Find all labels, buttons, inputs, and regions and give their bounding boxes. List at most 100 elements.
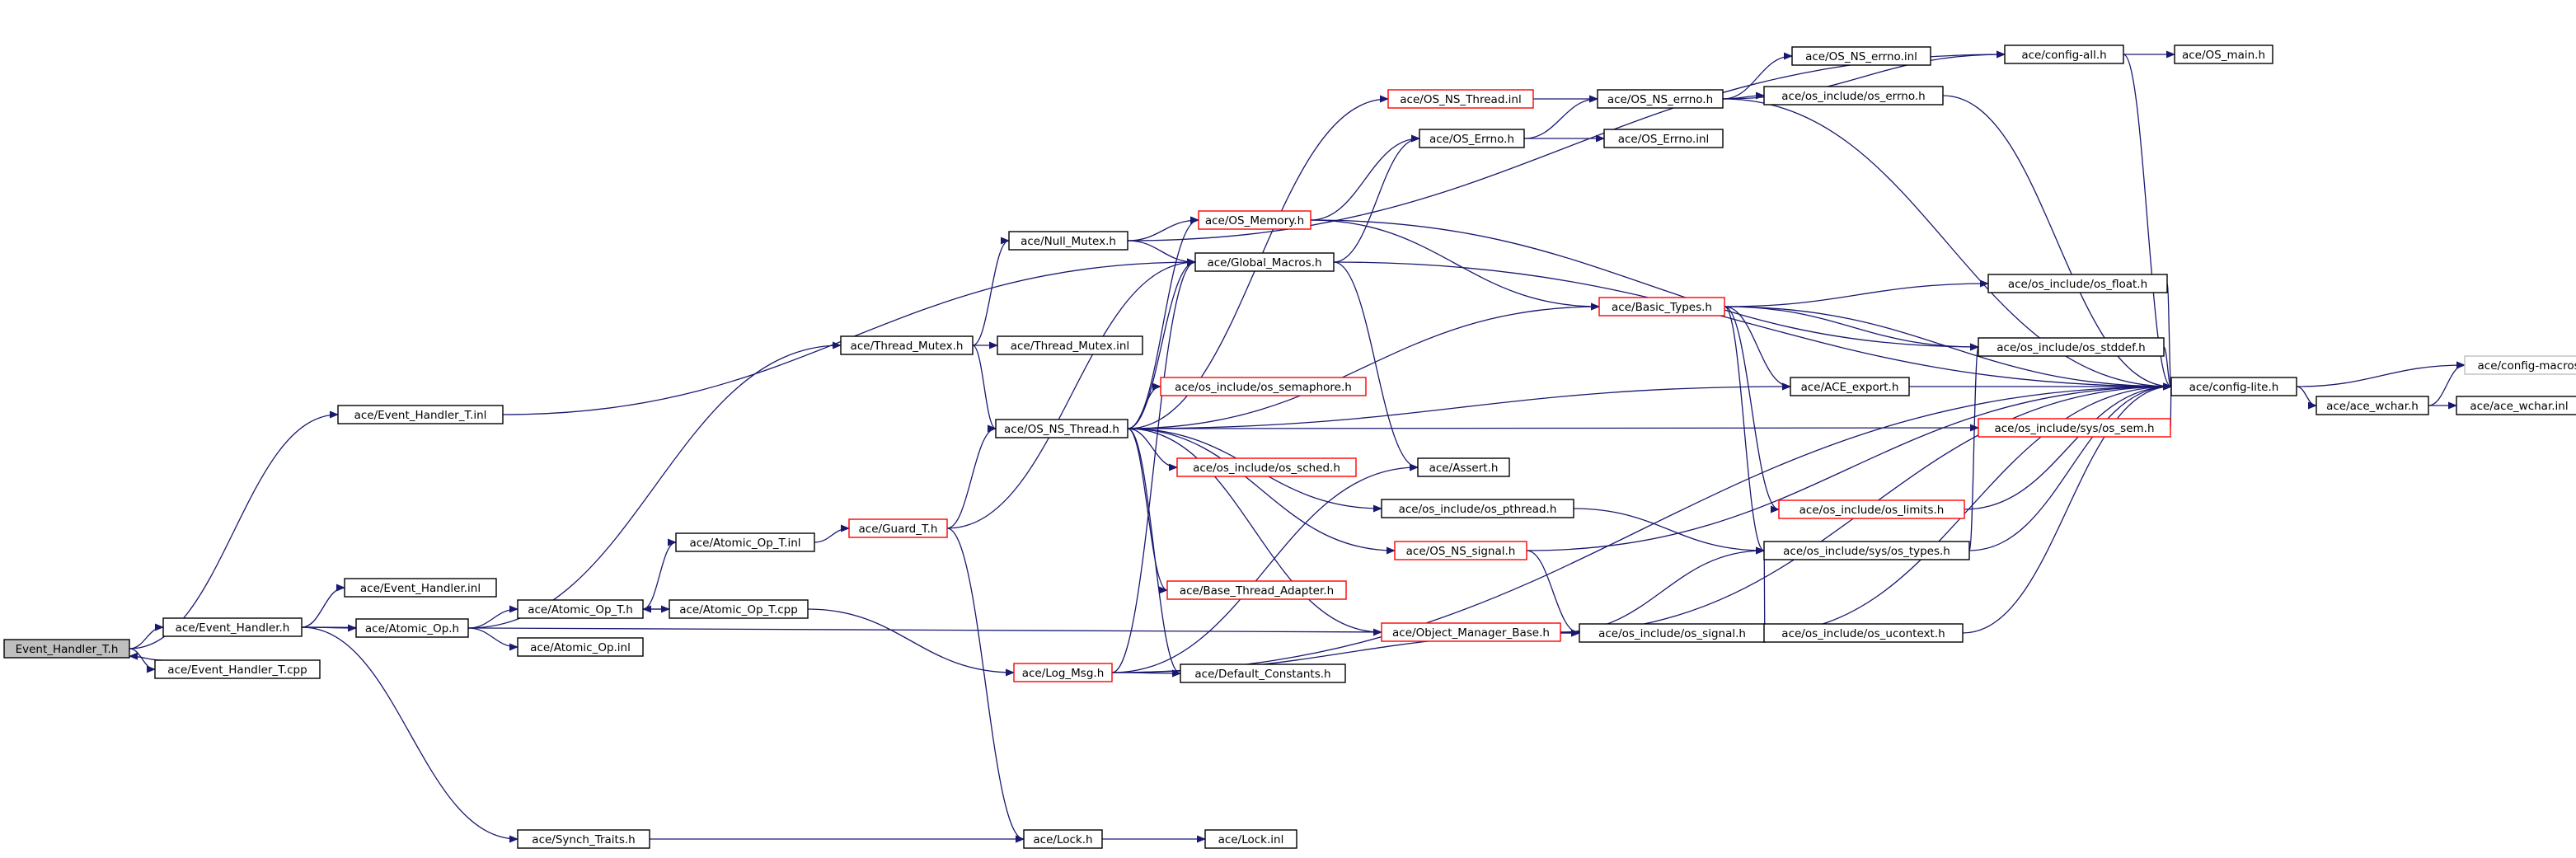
node-event-handler-h[interactable]: ace/Event_Handler.h [162, 617, 303, 637]
node-os-ns-errno-h[interactable]: ace/OS_NS_errno.h [1597, 89, 1724, 109]
node-label: ace/Atomic_Op_T.cpp [679, 603, 798, 617]
node-box [1394, 541, 1527, 560]
node-os-ns-errno-inl[interactable]: ace/OS_NS_errno.inl [1791, 46, 1931, 66]
edge-guard-t-h-to-lock-h [946, 527, 1025, 843]
node-os-stddef-h[interactable]: ace/os_include/os_stddef.h [1978, 337, 2165, 357]
node-config-all-h[interactable]: ace/config-all.h [2004, 45, 2124, 64]
node-os-ns-thread-h[interactable]: ace/OS_NS_Thread.h [995, 419, 1128, 438]
edge-atomic-op-t-inl-to-guard-t-h [814, 524, 850, 543]
node-os-errno-h-top[interactable]: ace/OS_Errno.h [1419, 129, 1525, 148]
node-event-handler-t-inl[interactable]: ace/Event_Handler_T.inl [337, 405, 504, 424]
edge-basic-types-h-to-os-stddef-h [1724, 306, 1979, 351]
edge-log-msg-h-to-assert-h [1111, 463, 1419, 673]
node-label: ace/ace_wchar.h [2326, 400, 2419, 413]
node-atomic-op-inl[interactable]: ace/Atomic_Op.inl [517, 637, 644, 657]
node-os-include-os-errno-h[interactable]: ace/os_include/os_errno.h [1763, 86, 1944, 105]
node-os-ucontext-h[interactable]: ace/os_include/os_ucontext.h [1763, 623, 1964, 643]
edge-event-handler-t-h-to-event-handler-t-cpp [129, 648, 156, 673]
edge-os-include-os-errno-h-to-config-lite-h [1942, 95, 2172, 391]
node-label: ace/OS_Memory.h [1205, 214, 1304, 227]
node-thread-mutex-h[interactable]: ace/Thread_Mutex.h [840, 335, 974, 355]
node-label: ace/OS_Errno.inl [1618, 133, 1710, 146]
node-box [1419, 129, 1525, 148]
node-box [1008, 231, 1128, 251]
node-box [2456, 396, 2576, 415]
edge-layer [129, 50, 2466, 843]
node-guard-t-h[interactable]: ace/Guard_T.h [848, 518, 948, 538]
node-lock-inl[interactable]: ace/Lock.inl [1204, 829, 1297, 849]
node-atomic-op-t-h[interactable]: ace/Atomic_Op_T.h [517, 599, 644, 619]
node-os-limits-h[interactable]: ace/os_include/os_limits.h [1778, 499, 1965, 519]
node-box [154, 659, 321, 679]
node-box [2316, 396, 2429, 415]
node-base-thread-adapter-h[interactable]: ace/Base_Thread_Adapter.h [1166, 580, 1347, 600]
node-label: Event_Handler_T.h [16, 643, 119, 656]
edge-config-lite-h-to-ace-wchar-h [2296, 386, 2317, 410]
node-layer: Event_Handler_T.h ace/Event_Handler.h ace/… [3, 45, 2576, 849]
node-os-signal-h[interactable]: ace/os_include/os_signal.h [1579, 623, 1766, 643]
edge-os-memory-h-to-os-stddef-h [1310, 219, 1979, 351]
edge-guard-t-h-to-global-macros-h [946, 258, 1196, 529]
edge-event-handler-t-h-to-event-handler-t-inl [129, 410, 339, 649]
node-label: ace/OS_main.h [2182, 49, 2265, 62]
node-global-macros-h[interactable]: ace/Global_Macros.h [1194, 252, 1335, 272]
node-os-pthread-h[interactable]: ace/os_include/os_pthread.h [1381, 499, 1574, 518]
node-box [517, 599, 644, 619]
node-os-errno-inl[interactable]: ace/OS_Errno.inl [1603, 129, 1724, 148]
edge-atomic-op-h-to-atomic-op-t-h [467, 605, 518, 629]
node-os-float-h[interactable]: ace/os_include/os_float.h [1987, 274, 2168, 293]
edge-log-msg-h-to-config-lite-h [1111, 382, 2172, 673]
node-label: ace/config-lite.h [2189, 381, 2279, 394]
node-lock-h[interactable]: ace/Lock.h [1023, 829, 1103, 849]
node-box [2174, 45, 2273, 64]
node-box [1204, 829, 1297, 849]
node-null-mutex-h[interactable]: ace/Null_Mutex.h [1008, 231, 1128, 251]
node-log-msg-h[interactable]: ace/Log_Msg.h [1013, 663, 1113, 682]
node-box [1603, 129, 1724, 148]
edge-global-macros-h-to-config-lite-h [1333, 261, 2172, 391]
node-box [3, 639, 130, 659]
node-ace-wchar-h[interactable]: ace/ace_wchar.h [2316, 396, 2429, 415]
node-box [517, 637, 644, 657]
node-event-handler-inl[interactable]: ace/Event_Handler.inl [344, 578, 497, 598]
node-config-macros-h[interactable]: ace/config-macros.h [2464, 355, 2576, 375]
node-sys-os-sem-h[interactable]: ace/os_include/sys/os_sem.h [1978, 418, 2171, 438]
node-os-ns-signal-h[interactable]: ace/OS_NS_signal.h [1394, 541, 1527, 560]
node-box [1978, 418, 2171, 438]
node-atomic-op-t-inl[interactable]: ace/Atomic_Op_T.inl [675, 532, 815, 552]
node-event-handler-t-h[interactable]: Event_Handler_T.h [3, 639, 130, 659]
node-object-manager-base-h[interactable]: ace/Object_Manager_Base.h [1381, 622, 1561, 642]
node-label: ace/os_include/os_semaphore.h [1175, 381, 1352, 394]
node-label: ace/Thread_Mutex.inl [1011, 340, 1129, 353]
node-event-handler-t-cpp[interactable]: ace/Event_Handler_T.cpp [154, 659, 321, 679]
node-os-main-h[interactable]: ace/OS_main.h [2174, 45, 2273, 64]
node-label: ace/os_include/os_errno.h [1781, 90, 1925, 103]
node-label: ace/Thread_Mutex.h [851, 340, 964, 353]
node-thread-mutex-inl[interactable]: ace/Thread_Mutex.inl [997, 335, 1143, 355]
node-synch-traits-h[interactable]: ace/Synch_Traits.h [517, 829, 650, 849]
node-label: ace/Log_Msg.h [1022, 667, 1105, 680]
node-ace-wchar-inl[interactable]: ace/ace_wchar.inl [2456, 396, 2576, 415]
node-label: ace/Default_Constants.h [1194, 668, 1330, 681]
node-assert-h[interactable]: ace/Assert.h [1417, 457, 1510, 477]
node-os-sched-h[interactable]: ace/os_include/os_sched.h [1176, 457, 1357, 477]
node-box [2170, 377, 2297, 396]
node-label: ace/config-all.h [2021, 49, 2106, 62]
node-atomic-op-h[interactable]: ace/Atomic_Op.h [355, 618, 469, 638]
node-os-memory-h[interactable]: ace/OS_Memory.h [1198, 210, 1311, 230]
node-ace-export-h[interactable]: ace/ACE_export.h [1790, 377, 1910, 396]
node-atomic-op-t-cpp[interactable]: ace/Atomic_Op_T.cpp [669, 599, 809, 619]
node-default-constants-h[interactable]: ace/Default_Constants.h [1180, 663, 1346, 683]
node-os-semaphore-h[interactable]: ace/os_include/os_semaphore.h [1160, 377, 1367, 396]
node-os-ns-thread-inl[interactable]: ace/OS_NS_Thread.inl [1387, 89, 1534, 109]
node-label: ace/os_include/os_signal.h [1598, 627, 1746, 640]
node-sys-os-types-h[interactable]: ace/os_include/sys/os_types.h [1763, 541, 1970, 560]
node-basic-types-h[interactable]: ace/Basic_Types.h [1598, 297, 1725, 316]
node-label: ace/OS_NS_Thread.inl [1400, 93, 1521, 106]
node-config-lite-h[interactable]: ace/config-lite.h [2170, 377, 2297, 396]
edge-guard-t-h-to-os-ns-thread-h [946, 424, 997, 529]
node-label: ace/OS_NS_Thread.h [1004, 423, 1119, 436]
node-label: ace/Object_Manager_Base.h [1392, 626, 1550, 640]
node-box [1763, 623, 1964, 643]
node-box [1198, 210, 1311, 230]
